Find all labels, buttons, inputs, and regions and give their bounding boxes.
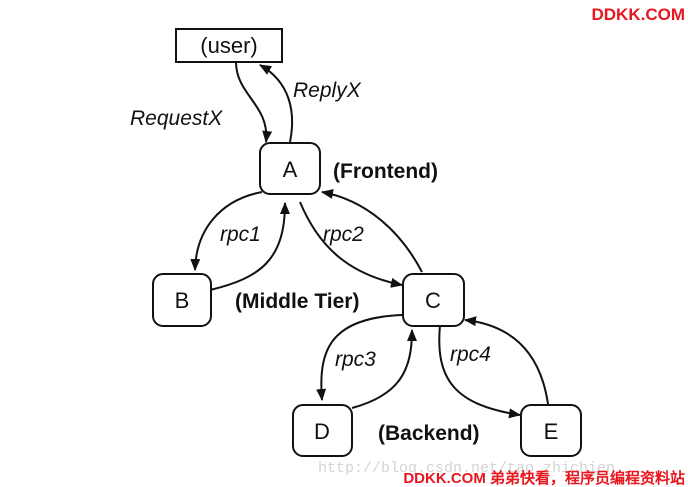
edge-rpc1-call — [190, 191, 263, 271]
edge-rpc4-call — [438, 324, 521, 419]
node-b-label: B — [175, 288, 190, 313]
edge-rpc1-return — [209, 202, 290, 291]
node-d-label: D — [314, 419, 330, 444]
edge-request — [235, 61, 273, 143]
rpc1-label: rpc1 — [220, 223, 261, 246]
node-e — [520, 404, 582, 457]
node-e-label: E — [544, 419, 559, 444]
edge-rpc4-return — [464, 316, 549, 405]
edge-rpc2-return — [321, 189, 423, 273]
edge-reply — [259, 64, 294, 143]
middle-tier-label: (Middle Tier) — [235, 290, 359, 313]
brand-logo-text: DDKK.COM — [592, 5, 686, 24]
frontend-tier-label: (Frontend) — [333, 160, 438, 183]
edge-rpc2-call — [299, 201, 403, 288]
brand-footer-text: DDKK.COM 弟弟快看，程序员编程资料站 — [403, 469, 685, 487]
node-a — [259, 142, 321, 195]
rpc2-label: rpc2 — [323, 223, 364, 246]
edge-rpc3-call — [316, 314, 403, 401]
rpc4-label: rpc4 — [450, 343, 491, 366]
reply-label: ReplyX — [293, 79, 362, 102]
node-d — [292, 404, 353, 457]
user-node-label: (user) — [200, 33, 257, 58]
request-label: RequestX — [130, 107, 223, 130]
user-node — [175, 28, 283, 63]
node-c — [402, 273, 465, 327]
backend-tier-label: (Backend) — [378, 422, 480, 445]
node-b — [152, 273, 212, 327]
node-a-label: A — [283, 157, 298, 182]
edge-rpc3-return — [351, 329, 417, 409]
rpc3-label: rpc3 — [335, 348, 376, 371]
node-c-label: C — [425, 288, 441, 313]
watermark-text: http://blog.csdn.net/tao_zhichien — [318, 460, 615, 477]
